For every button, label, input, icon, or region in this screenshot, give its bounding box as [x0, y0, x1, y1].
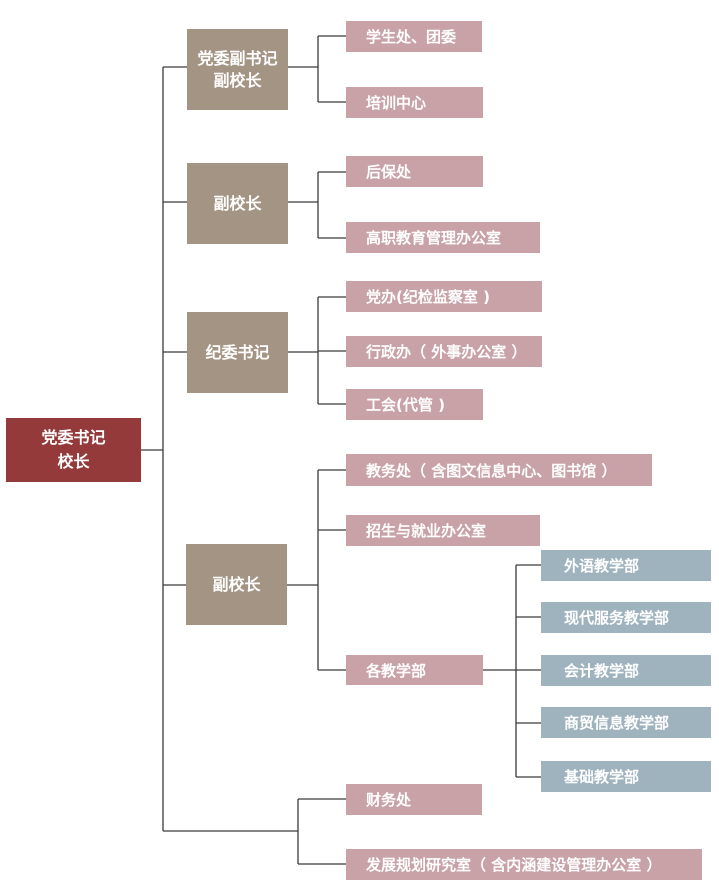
dept-student-affairs: 学生处、团委: [346, 21, 482, 52]
root-title-line2: 校长: [57, 452, 90, 471]
dept-labor-union: 工会(代管 ): [346, 389, 483, 420]
dept-administration-office: 行政办（ 外事办公室 ）: [346, 336, 542, 367]
root-node: 党委书记 校长: [6, 418, 141, 482]
dept-logistics: 后保处: [346, 156, 483, 187]
unit-foundation: 基础教学部: [541, 761, 711, 792]
unit-modern-services: 现代服务教学部: [541, 602, 711, 633]
unit-foreign-languages: 外语教学部: [541, 550, 711, 581]
root-title-line1: 党委书记: [41, 428, 106, 447]
leader-title: 党委副书记: [197, 48, 278, 68]
dept-party-office: 党办(纪检监察室 ): [346, 281, 542, 312]
dept-teaching-divisions: 各教学部: [346, 655, 483, 685]
leader-subtitle: 副校长: [213, 70, 262, 90]
leader-node-vice-principal-1: 副校长: [187, 163, 288, 244]
dept-admissions-employment: 招生与就业办公室: [346, 515, 540, 546]
leader-title: 副校长: [213, 193, 262, 213]
leader-node-discipline-secretary: 纪委书记: [187, 312, 288, 393]
leader-title: 纪委书记: [205, 342, 270, 362]
leader-node-vice-principal-2: 副校长: [186, 544, 287, 625]
dept-training-center: 培训中心: [346, 87, 483, 118]
dept-development-planning: 发展规划研究室（ 含内涵建设管理办公室 ）: [346, 849, 702, 880]
dept-academic-affairs: 教务处（ 含图文信息中心、图书馆 ）: [346, 454, 652, 486]
dept-vocational-education-office: 高职教育管理办公室: [346, 222, 540, 253]
unit-accounting: 会计教学部: [541, 655, 711, 686]
unit-business-information: 商贸信息教学部: [541, 707, 711, 738]
leader-title: 副校长: [212, 574, 261, 594]
leader-node-deputy-secretary: 党委副书记 副校长: [187, 29, 288, 110]
dept-finance: 财务处: [346, 784, 482, 815]
